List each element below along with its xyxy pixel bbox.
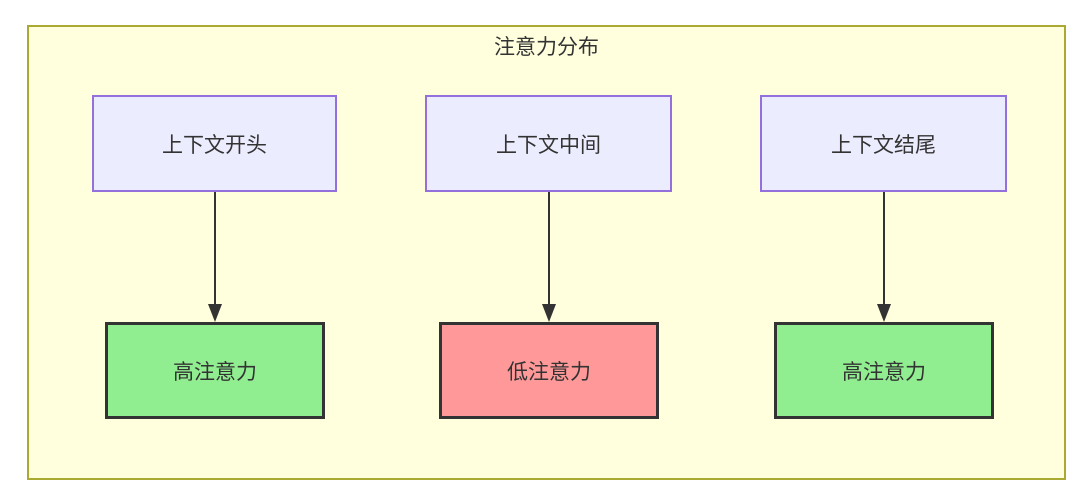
- node-high-attention-right: 高注意力: [774, 322, 994, 419]
- node-context-middle: 上下文中间: [425, 95, 672, 192]
- node-high-attention-left: 高注意力: [105, 322, 325, 419]
- diagram-title: 注意力分布: [494, 36, 599, 59]
- arrow-down-icon-1: [208, 192, 222, 322]
- subgraph-attention-distribution: 注意力分布 上下文开头 上下文中间 上下文结尾 高注意力 低注意力 高注意力: [27, 25, 1066, 480]
- node-low-attention-middle: 低注意力: [439, 322, 659, 419]
- arrow-down-icon-3: [877, 192, 891, 322]
- node-context-end: 上下文结尾: [760, 95, 1007, 192]
- node-context-beginning: 上下文开头: [92, 95, 337, 192]
- arrow-down-icon-2: [542, 192, 556, 322]
